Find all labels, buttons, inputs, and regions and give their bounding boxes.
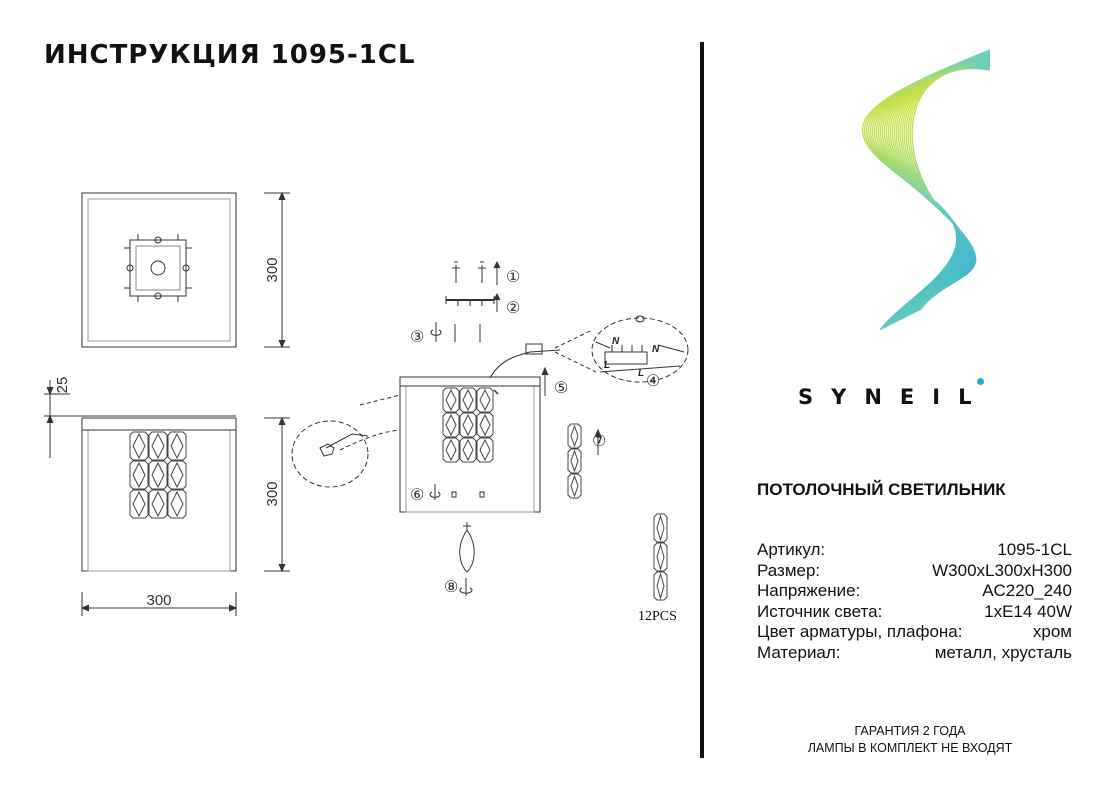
crystal-prism xyxy=(567,473,582,499)
crystal-prism xyxy=(167,489,187,519)
brand-logo-icon xyxy=(862,49,991,330)
crystal-prism xyxy=(476,412,494,438)
crystal-prism xyxy=(459,437,477,463)
crystal-prism xyxy=(653,513,668,543)
spec-value: металл, хрусталь xyxy=(934,642,1072,662)
crystal-prism xyxy=(129,460,149,490)
step-6: ⑥ xyxy=(410,487,424,504)
crystal-prism xyxy=(129,431,149,461)
wire-neutral-label-right: N xyxy=(652,344,660,355)
brand-name: SYNEIL xyxy=(798,385,990,409)
crystal-prism xyxy=(476,437,494,463)
crystal-prism xyxy=(459,387,477,413)
step-8: ⑧ xyxy=(444,579,458,596)
step-3: ③ xyxy=(410,329,424,346)
crystal-prism xyxy=(148,431,168,461)
crystal-prism xyxy=(167,460,187,490)
step-5: ⑤ xyxy=(554,380,568,397)
step-2: ② xyxy=(506,300,520,317)
spec-row: Цвет арматуры, плафона: хром xyxy=(757,622,1072,643)
vertical-divider xyxy=(700,42,704,758)
crystal-prism xyxy=(567,423,582,449)
crystal-prism xyxy=(476,387,494,413)
spec-value: 1095-1CL xyxy=(997,540,1072,559)
crystal-prism xyxy=(442,387,460,413)
spec-value: W300xL300xH300 xyxy=(932,560,1072,580)
logo-stroke xyxy=(911,67,991,311)
crystal-prism xyxy=(653,571,668,601)
spec-label: Цвет арматуры, плафона: xyxy=(757,622,963,641)
footer-notes: ГАРАНТИЯ 2 ГОДА ЛАМПЫ В КОМПЛЕКТ НЕ ВХОД… xyxy=(720,723,1100,757)
warranty-note: ГАРАНТИЯ 2 ГОДА xyxy=(854,724,966,738)
crystal-prism xyxy=(442,437,460,463)
crystal-prism xyxy=(442,412,460,438)
spec-row: Размер: W300xL300xH300 xyxy=(757,561,1072,582)
logo-stroke xyxy=(867,51,991,328)
crystal-prism xyxy=(459,412,477,438)
spec-value: AC220_240 xyxy=(982,581,1072,600)
spec-value: хром xyxy=(1032,622,1072,641)
wire-live-label-left: L xyxy=(604,360,610,371)
wire-neutral-label-left: N xyxy=(612,336,620,347)
step-7: ⑦ xyxy=(592,433,606,450)
top-view xyxy=(81,191,290,349)
wire-live-label-right: L xyxy=(638,368,644,379)
spec-table: Артикул: 1095-1CL Размер: W300xL300xH300 Н… xyxy=(757,540,1072,663)
spec-value: 1xE14 40W xyxy=(984,601,1072,621)
top-view-height-label: 300 xyxy=(264,257,281,282)
brand-accent-dot xyxy=(977,378,984,385)
spec-label: Артикул: xyxy=(757,540,826,559)
canopy-height-label: 25 xyxy=(54,377,71,394)
spec-row: Материал: металл, хрусталь xyxy=(757,643,1072,664)
lamps-note: ЛАМПЫ В КОМПЛЕКТ НЕ ВХОДЯТ xyxy=(807,741,1013,755)
assembly-drawing: 300 300 300 25 ① ② ③ ④ ⑤ ⑥ ⑦ ⑧ N N L L 1… xyxy=(44,191,689,624)
crystal-prism xyxy=(148,460,168,490)
step-4: ④ xyxy=(646,373,660,390)
crystal-prism xyxy=(653,542,668,572)
side-view-width-label: 300 xyxy=(146,592,171,609)
side-view-height-label: 300 xyxy=(264,481,281,506)
side-view xyxy=(44,380,290,616)
step-1: ① xyxy=(506,269,520,286)
exploded-view xyxy=(291,260,689,601)
spec-label: Размер: xyxy=(757,560,821,580)
crystal-count-label: 12PCS xyxy=(638,609,677,624)
crystal-prism xyxy=(129,489,149,519)
spec-row: Артикул: 1095-1CL xyxy=(757,540,1072,561)
product-type: ПОТОЛОЧНЫЙ СВЕТИЛЬНИК xyxy=(757,480,1006,499)
crystal-prism xyxy=(167,431,187,461)
spec-label: Напряжение: xyxy=(757,581,861,600)
spec-row: Источник света: 1xE14 40W xyxy=(757,602,1072,623)
crystal-prism xyxy=(148,489,168,519)
spec-label: Материал: xyxy=(757,642,841,662)
spec-row: Напряжение: AC220_240 xyxy=(757,581,1072,602)
crystal-prism xyxy=(567,448,582,474)
spec-label: Источник света: xyxy=(757,601,883,621)
page-title: ИНСТРУКЦИЯ 1095-1CL xyxy=(44,40,416,70)
